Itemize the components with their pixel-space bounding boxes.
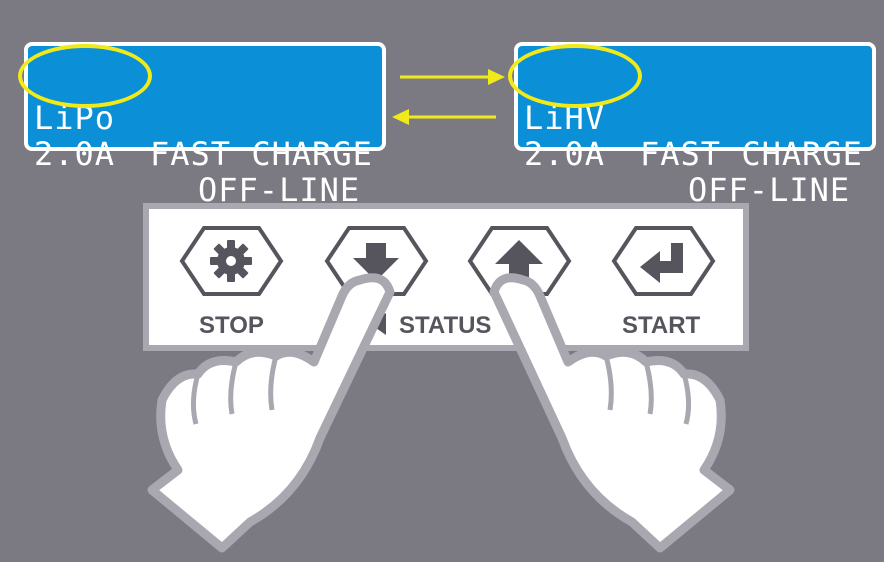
stop-label: STOP — [199, 312, 264, 339]
arrow-down-icon — [353, 243, 399, 281]
left-hand-icon — [147, 273, 395, 553]
current-label: 2.0A — [524, 135, 606, 173]
lcd-line-1: LiHV FAST CHARGE — [518, 64, 862, 208]
current-label: 2.0A — [34, 135, 116, 173]
mode-highlight-ring-right — [508, 44, 642, 108]
lcd-screen-lipo: LiPo FAST CHARGE 2.0A OFF-LINE — [24, 42, 386, 208]
status-label: STATUS — [399, 312, 492, 339]
lcd-line-2: 2.0A OFF-LINE — [28, 100, 359, 244]
lcd-line-2: 2.0A OFF-LINE — [518, 100, 849, 244]
gear-icon — [210, 240, 252, 282]
status-label: OFF-LINE — [688, 171, 851, 209]
start-button[interactable] — [611, 226, 716, 296]
charge-title-label: FAST CHARGE — [150, 135, 373, 173]
status-label: OFF-LINE — [198, 171, 361, 209]
arrow-right-icon — [400, 69, 505, 85]
arrow-left-icon — [392, 109, 496, 125]
enter-icon — [640, 243, 683, 283]
mode-highlight-ring-left — [18, 44, 152, 108]
charge-title-label: FAST CHARGE — [640, 135, 863, 173]
start-label: START — [622, 312, 701, 339]
down-button[interactable] — [324, 226, 429, 296]
lcd-screen-lihv: LiHV FAST CHARGE 2.0A OFF-LINE — [514, 42, 876, 208]
stop-button[interactable] — [179, 226, 284, 296]
right-hand-icon — [489, 273, 735, 553]
